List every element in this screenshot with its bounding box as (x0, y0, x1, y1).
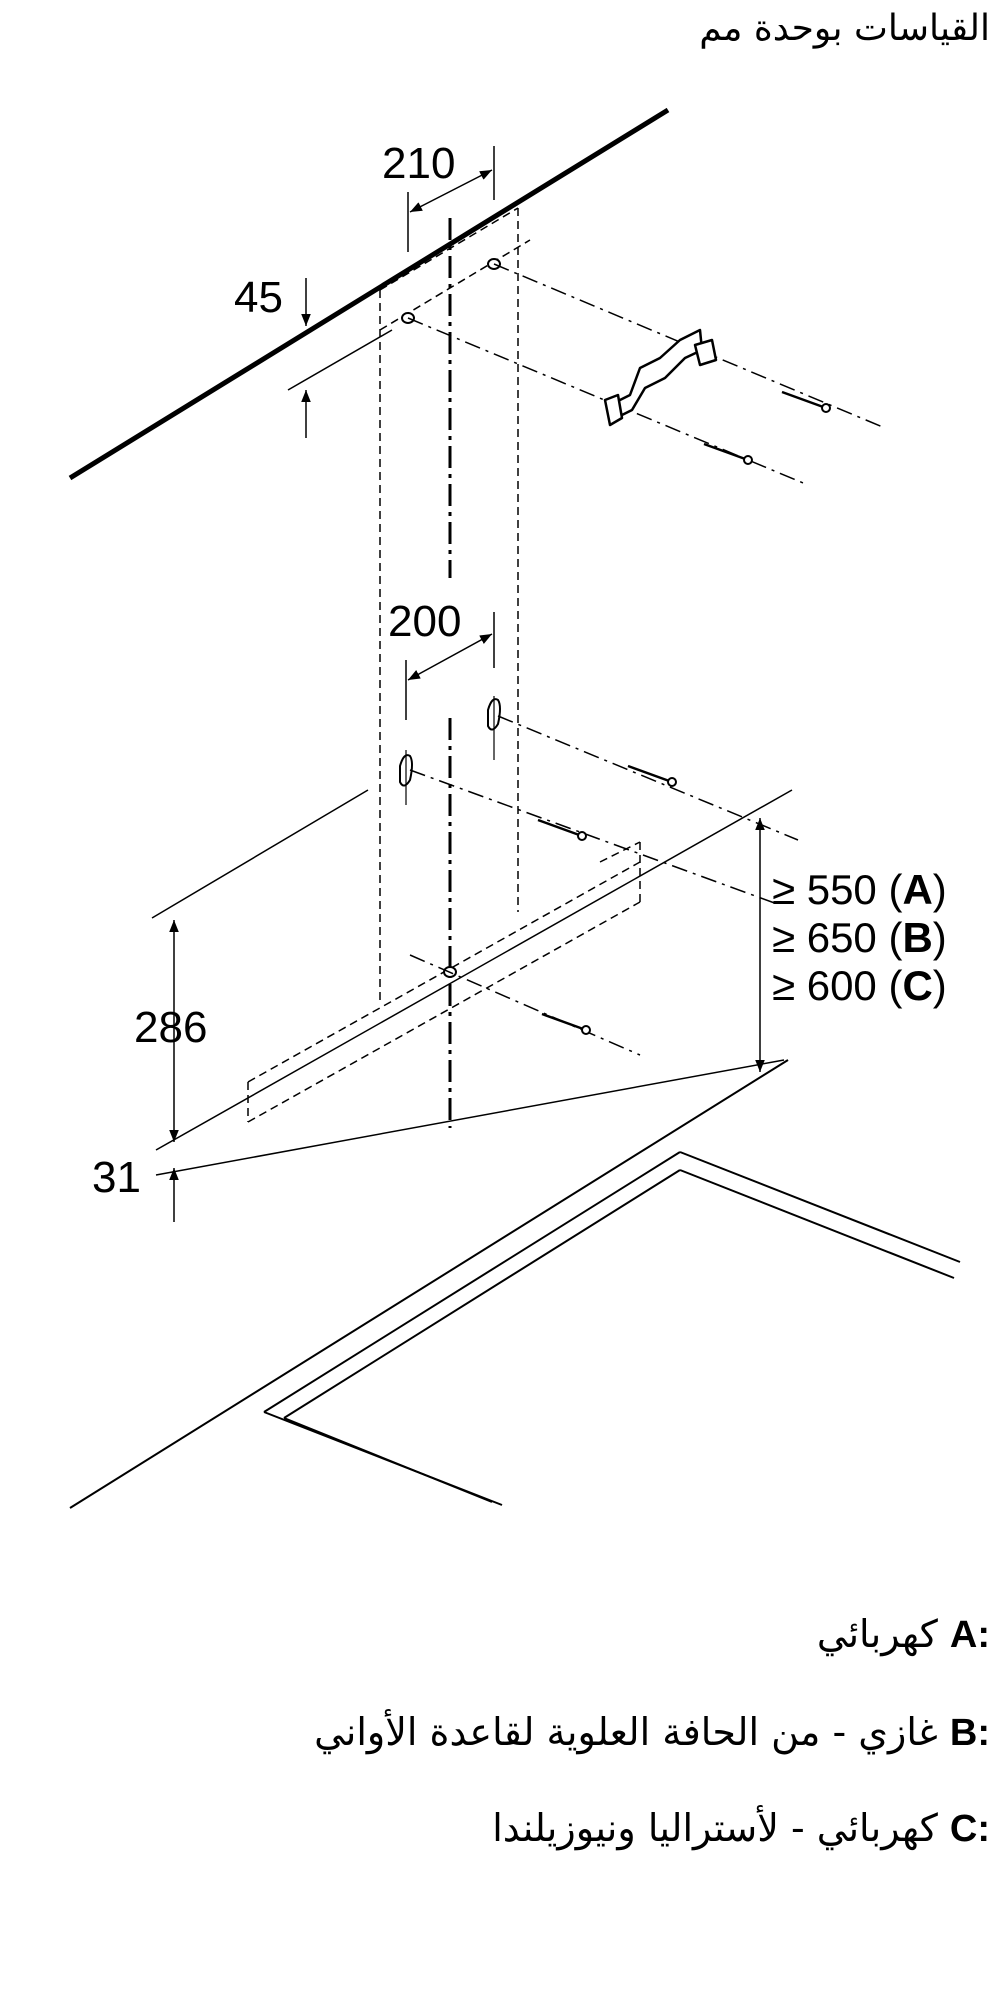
dimension-286-label: 286 (134, 1003, 207, 1052)
reference-lines (151, 789, 793, 1176)
dimension-210 (407, 146, 495, 252)
legend-key-b: B: (949, 1712, 990, 1754)
requirement-b: ≥ 650 (B) (772, 914, 947, 961)
cooktop (69, 1059, 961, 1509)
dimension-45-label: 45 (234, 273, 283, 322)
requirement-c: ≥ 600 (C) (772, 962, 947, 1009)
top-projection-lines (407, 263, 886, 486)
legend-item-c: C: كهربائي - لأستراليا ونيوزيلندا (492, 1806, 990, 1851)
page-title: القياسات بوحدة مم (699, 8, 990, 49)
legend-text-b: غازي - من الحافة العلوية لقاعدة الأواني (314, 1710, 938, 1754)
middle-projection-lines (409, 715, 799, 906)
dimension-210-label: 210 (382, 139, 455, 188)
bottom-projection-line (409, 954, 641, 1056)
dimension-200 (405, 612, 495, 720)
legend-item-b: B: غازي - من الحافة العلوية لقاعدة الأوا… (314, 1710, 990, 1755)
legend-text-a: كهربائي (816, 1612, 938, 1656)
dimension-45 (287, 278, 393, 438)
dimension-200-label: 200 (388, 597, 461, 646)
legend-item-a: A: كهربائي (817, 1612, 990, 1657)
dimension-31-label: 31 (92, 1153, 141, 1202)
requirement-a: ≥ 550 (A) (772, 866, 947, 913)
bottom-screw (541, 1012, 587, 1032)
legend-key-a: A: (949, 1614, 990, 1656)
wall-bracket (603, 328, 718, 427)
ceiling-line (68, 107, 670, 481)
hood-body-outline (247, 841, 641, 1123)
top-screws (703, 390, 827, 462)
legend-key-c: C: (949, 1808, 990, 1850)
legend-text-c: كهربائي - لأستراليا ونيوزيلندا (492, 1806, 938, 1850)
middle-screws (537, 764, 673, 838)
chimney-outline (379, 207, 531, 1000)
